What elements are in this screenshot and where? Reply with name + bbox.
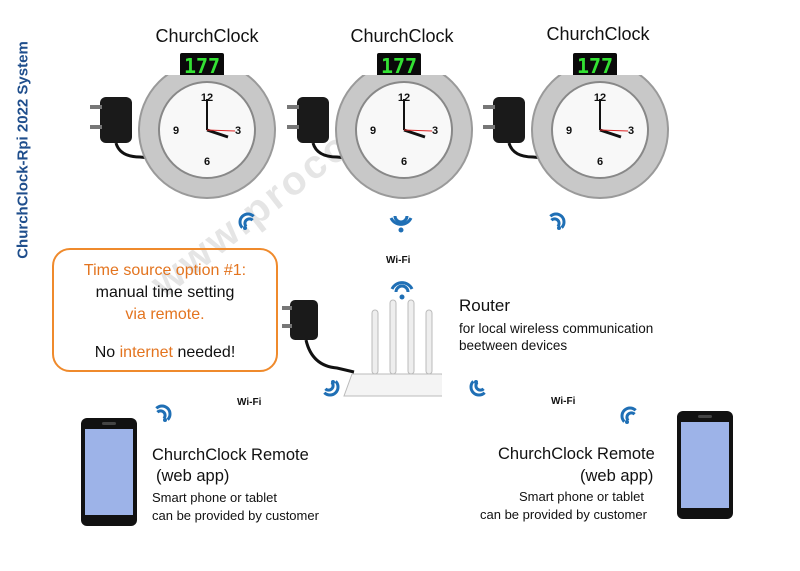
svg-text:3: 3 xyxy=(628,125,634,137)
svg-text:12: 12 xyxy=(594,92,606,104)
remote-desc: can be provided by customer xyxy=(152,508,319,523)
wifi-icon xyxy=(390,281,414,300)
remote-desc: Smart phone or tablet xyxy=(519,489,645,504)
clock-icon: 12 3 6 9 xyxy=(287,75,473,199)
svg-text:9: 9 xyxy=(370,125,376,137)
remote-desc: can be provided by customer xyxy=(480,507,647,522)
svg-text:3: 3 xyxy=(235,125,241,137)
remote-title: ChurchClock Remote xyxy=(498,445,655,463)
svg-text:9: 9 xyxy=(566,125,572,137)
wifi-label: Wi-Fi xyxy=(386,255,411,266)
internet-note: No internet needed! xyxy=(94,344,236,361)
wifi-label: Wi-Fi xyxy=(237,397,262,408)
time-source-box: Time source option #1: manual time setti… xyxy=(52,248,278,372)
router-icon xyxy=(282,299,442,397)
wifi-icon xyxy=(155,404,172,422)
clock-label: ChurchClock xyxy=(155,26,259,46)
wifi-label: Wi-Fi xyxy=(551,396,576,407)
clock-label: ChurchClock xyxy=(350,26,454,46)
time-source-line: via remote. xyxy=(125,306,205,323)
router-desc: for local wireless communication xyxy=(459,321,654,336)
power-adapter-icon xyxy=(90,97,161,161)
svg-text:12: 12 xyxy=(201,92,213,104)
remote-desc: Smart phone or tablet xyxy=(152,490,278,505)
power-adapter-icon xyxy=(287,97,358,161)
time-source-heading: Time source option #1: xyxy=(83,262,247,279)
smartphone-icon xyxy=(677,411,733,519)
svg-text:3: 3 xyxy=(432,125,438,137)
svg-text:6: 6 xyxy=(401,156,407,168)
router-desc: beetween devices xyxy=(459,338,568,353)
clock-label: ChurchClock xyxy=(546,24,650,44)
router-title: Router xyxy=(459,296,511,315)
power-adapter-icon xyxy=(483,97,554,161)
wifi-icon xyxy=(549,212,566,230)
smartphone-icon xyxy=(81,418,137,526)
svg-text:6: 6 xyxy=(597,156,603,168)
svg-text:6: 6 xyxy=(204,156,210,168)
wifi-icon xyxy=(323,380,340,397)
svg-text:12: 12 xyxy=(398,92,410,104)
remote-subtitle: (web app) xyxy=(580,467,654,485)
clock-icon: 12 3 6 9 xyxy=(483,75,669,199)
wifi-icon xyxy=(469,380,486,397)
remote-subtitle: (web app) xyxy=(156,467,230,485)
svg-text:9: 9 xyxy=(173,125,179,137)
time-source-line: manual time setting xyxy=(95,284,235,301)
power-adapter-icon xyxy=(282,300,355,374)
wifi-icon xyxy=(389,215,413,233)
remote-title: ChurchClock Remote xyxy=(152,446,309,464)
clock-icon: 12 3 6 9 xyxy=(90,75,276,199)
wifi-icon xyxy=(620,406,637,424)
wifi-icon xyxy=(238,212,255,230)
system-title: ChurchClock-Rpi 2022 System xyxy=(14,41,32,259)
